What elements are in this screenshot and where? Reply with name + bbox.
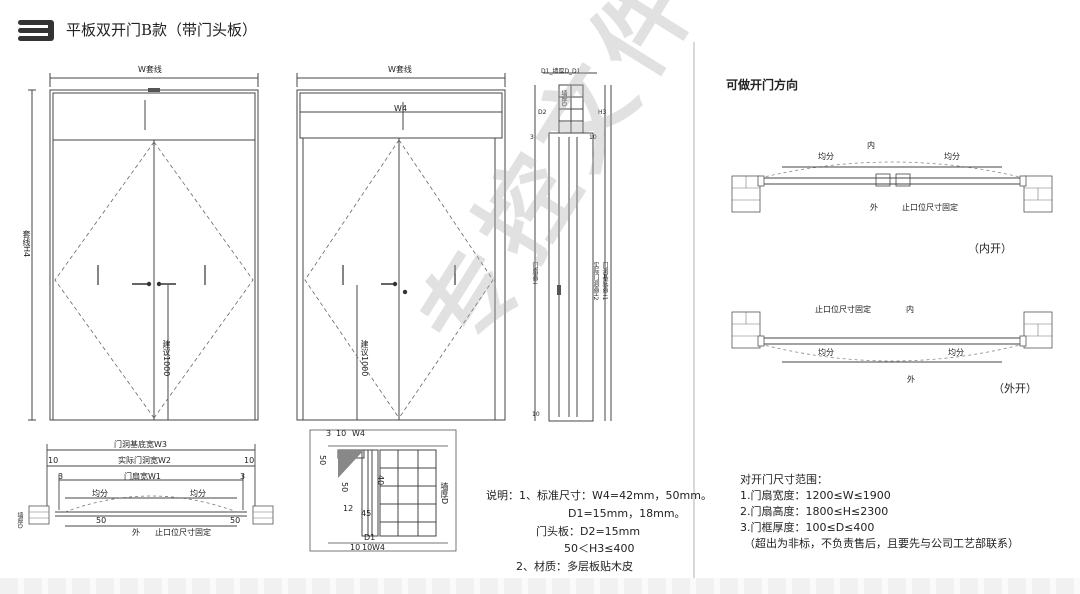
plan-n3a: 3 [58,472,64,481]
door-section [534,72,612,422]
footer-strip [0,578,1080,594]
note-line-2: D1=15mm，18mm。 [568,507,686,520]
range-depth: 3.门框厚度：100≤D≤400 [740,521,875,534]
detail-n12: 12 [343,504,354,513]
outward-caption: （外开） [993,382,1037,395]
plan-wall: 墙厚D [16,512,23,529]
section-wall-label: 墙厚D [560,90,567,107]
detail-n50b: 50 [340,482,349,493]
plan-n50b: 50 [230,516,241,525]
detail-n40: 40 [376,475,385,486]
section-top-label: D1_墙厚D_D1 [541,68,581,75]
inward-split-b: 均分 [944,152,960,161]
range-width: 1.门扇宽度：1200≤W≤1900 [740,489,891,502]
outward-outer: 外 [907,375,915,384]
range-title: 对开门尺寸范围： [740,473,828,486]
section-leaf-h: 门扇高H [531,262,538,285]
plan-n10b: 10 [244,456,255,465]
outward-split-a: 均分 [818,348,834,357]
note-line-5: 2、材质：多层板贴木皮 [516,560,633,573]
detail-wall: 墙厚D [440,482,449,505]
front-elevation-left [28,73,259,421]
left-top-label: W套线 [138,65,162,74]
section-dim-10b: 10 [532,411,540,418]
logo-icon [18,20,54,41]
inward-stop: 止口位尺寸固定 [902,203,958,212]
page-title: 平板双开门B款（带门头板） [66,21,258,39]
outward-stop: 止口位尺寸固定 [815,305,871,314]
plan-n10a: 10 [48,456,59,465]
plan-split-a: 均分 [92,489,108,498]
detail-n50a: 50 [318,455,327,466]
plan-w3: 门洞基底宽W3 [114,440,167,449]
detail-n3: 3 [326,429,332,438]
detail-n45: 45 [361,509,372,518]
plan-stop: 止口位尺寸固定 [155,528,211,537]
section-actual-h2: 实际门洞高H2 [592,262,599,301]
inward-outer: 外 [870,203,878,212]
plan-split-b: 均分 [190,489,206,498]
plan-outside: 外 [132,528,140,537]
mid-handle-label: 建议1000 [360,340,369,377]
inward-caption: （内开） [968,242,1012,255]
inward-inner: 内 [867,141,875,150]
outward-split-b: 均分 [948,348,964,357]
inward-opening-plan [731,161,1053,213]
section-d2: D2 [538,109,547,116]
outward-inner: 内 [906,305,914,314]
detail-d1: D1 [364,533,376,542]
section-dim-3: 3 [530,134,534,141]
section-base-h1: 门洞基底高H1 [601,262,608,301]
detail-n10c: 10 [362,543,373,552]
detail-w4: W4 [352,429,365,438]
mid-w4-label: W4 [394,104,407,113]
section-h3: H3 [598,109,607,116]
mid-top-label: W套线 [388,65,412,74]
plan-n50a: 50 [96,516,107,525]
inward-split-a: 均分 [818,152,834,161]
bottom-plan [28,444,274,527]
detail-w4b: W4 [372,543,385,552]
plan-w2: 实际门洞宽W2 [118,456,171,465]
plan-w1: 门扇宽W1 [124,472,161,481]
vertical-divider [693,42,695,592]
left-handle-label: 建议1000 [162,340,171,377]
note-line-3: 门头板：D2=15mm [536,525,641,538]
outward-opening-plan [731,311,1053,363]
front-elevation-middle [296,73,506,421]
left-side-label: 套线H4 [22,230,31,258]
range-height: 2.门扇高度：1800≤H≤2300 [740,505,889,518]
note-line-4: 50＜H3≤400 [564,542,635,555]
plan-n3b: 3 [240,472,246,481]
joint-detail [309,429,457,552]
range-note: （超出为非标，不负责售后，且要先与公司工艺部联系） [744,537,1019,550]
detail-n10b: 10 [350,543,361,552]
detail-n10: 10 [336,429,347,438]
section-dim-10a: 10 [589,134,597,141]
note-line-1: 说明：1、标准尺寸：W4=42mm，50mm。 [486,489,712,502]
right-title: 可做开门方向 [726,78,799,92]
